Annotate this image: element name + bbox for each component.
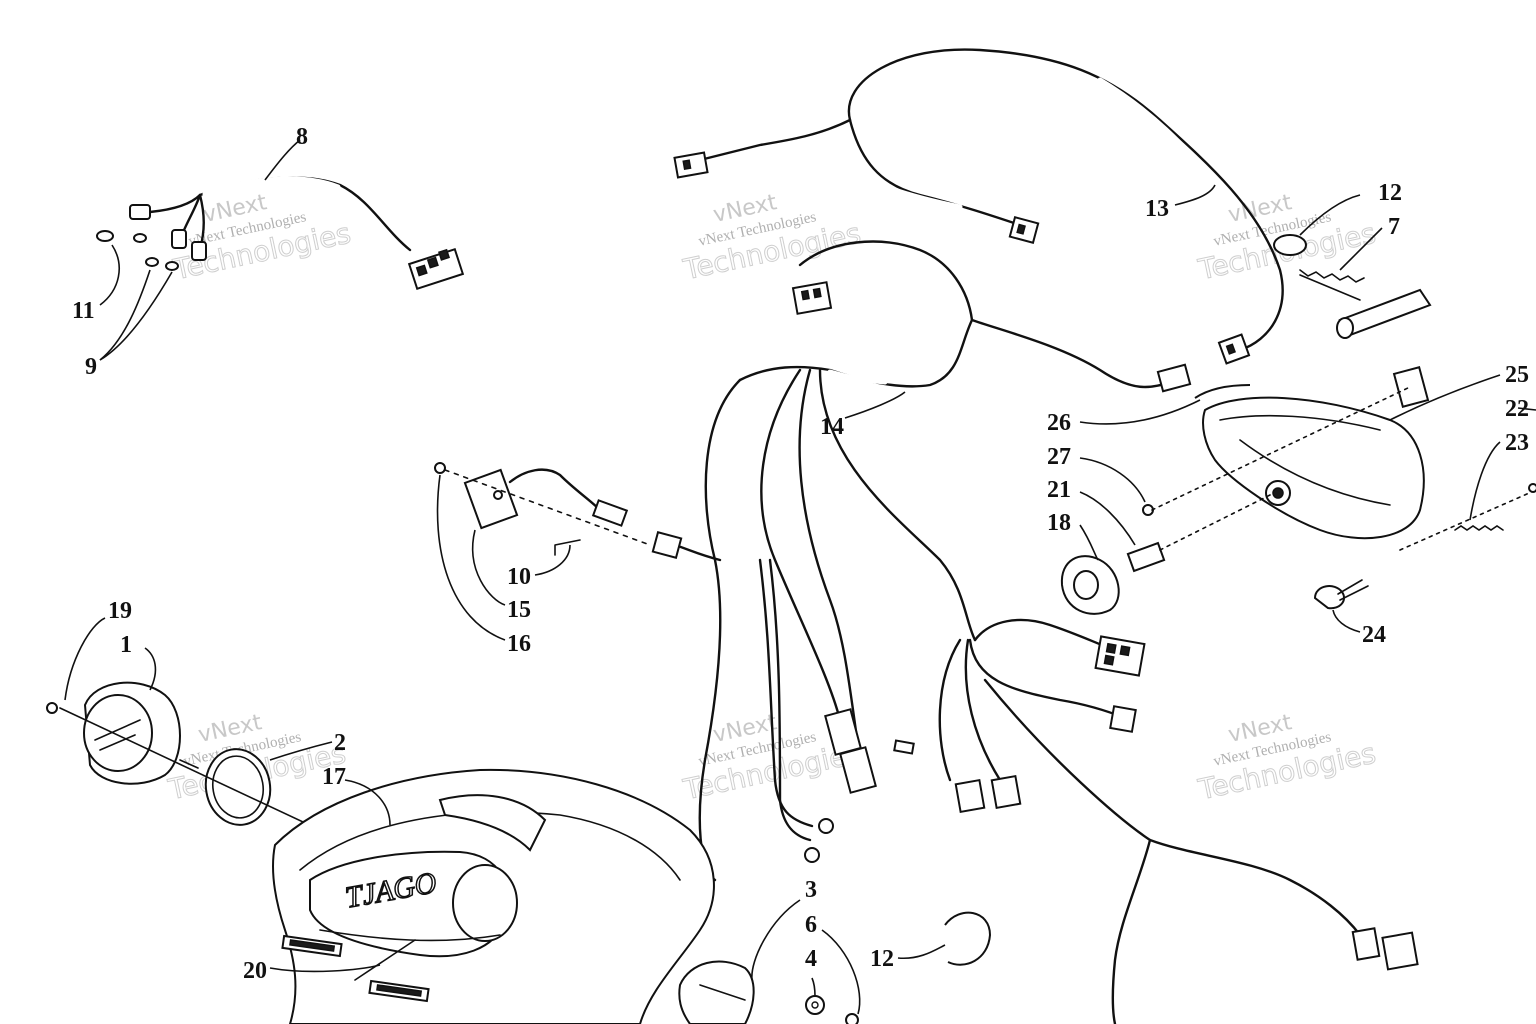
callout-3: 3 — [805, 877, 817, 903]
harness-13 — [673, 48, 1284, 365]
tail-light-housing-25 — [1202, 396, 1425, 540]
connector-14f — [1094, 635, 1146, 677]
bulb-socket — [129, 204, 151, 220]
bulb-9 — [145, 257, 159, 267]
bulb-socket — [191, 241, 207, 261]
screw-10 — [554, 539, 581, 556]
nut-16 — [434, 462, 446, 474]
bulb-21 — [1126, 541, 1166, 573]
watermark-top-left: vNext vNext Technologies Technologies — [169, 190, 354, 287]
callout-23: 23 — [1505, 430, 1529, 456]
connector-14b — [1156, 363, 1192, 393]
bulb-19 — [46, 702, 58, 714]
bracket-15 — [463, 468, 519, 530]
callout-2: 2 — [334, 730, 346, 756]
callout-24: 24 — [1362, 622, 1386, 648]
gauge-assembly — [46, 617, 496, 913]
connector-14i — [990, 774, 1022, 810]
connector-14k — [1381, 931, 1419, 971]
callout-12-top: 12 — [1378, 180, 1402, 206]
connector-8 — [407, 247, 465, 291]
callout-11: 11 — [72, 298, 95, 324]
connector-14e — [839, 746, 877, 794]
watermark-top-right: vNext vNext Technologies Technologies — [1194, 190, 1379, 287]
spring-23 — [1454, 525, 1504, 531]
gasket-22 — [1392, 365, 1430, 409]
callout-13: 13 — [1145, 196, 1169, 222]
callout-9: 9 — [85, 354, 97, 380]
callout-25: 25 — [1505, 362, 1529, 388]
callout-16: 16 — [507, 631, 531, 657]
ring-terminal — [818, 818, 834, 834]
watermark-top-center: vNext vNext Technologies Technologies — [679, 190, 864, 287]
gauge-opening — [452, 864, 518, 942]
connector-10 — [591, 499, 629, 527]
callout-labels: 8 11 9 13 12 7 14 25 22 23 26 27 21 18 2… — [72, 124, 1529, 984]
harness-14 — [651, 240, 1419, 1024]
console-vent — [438, 794, 547, 852]
grommet-12 — [1273, 234, 1307, 256]
callout-10: 10 — [507, 564, 531, 590]
bulb-11 — [96, 230, 114, 242]
screw-24 — [1313, 585, 1346, 610]
resistor-bracket — [434, 462, 651, 641]
callout-18: 18 — [1047, 510, 1071, 536]
watermark-group: vNext vNext Technologies Technologies vN… — [164, 190, 1379, 807]
spring-and-grommet — [1273, 194, 1432, 339]
callout-7: 7 — [1388, 214, 1400, 240]
watermark-bottom-right: vNext vNext Technologies Technologies — [1194, 710, 1379, 807]
fuse — [893, 739, 915, 755]
callout-20: 20 — [243, 958, 267, 984]
callout-26: 26 — [1047, 410, 1071, 436]
callout-8: 8 — [296, 124, 308, 150]
harness-8 — [96, 139, 465, 361]
connector-14j — [1351, 927, 1381, 961]
callout-12-bottom: 12 — [870, 946, 894, 972]
callout-14: 14 — [820, 414, 844, 440]
console-17: TJAGO — [269, 768, 992, 1024]
bulb-socket — [171, 229, 187, 249]
clip-12 — [944, 911, 992, 966]
callout-1: 1 — [120, 632, 132, 658]
callout-17: 17 — [322, 764, 346, 790]
bulb-9 — [165, 261, 179, 271]
connector-14g — [1109, 705, 1137, 733]
callout-22: 22 — [1505, 396, 1529, 422]
spring-7 — [1299, 269, 1365, 283]
clip-26 — [1194, 384, 1251, 399]
ring-terminal — [804, 847, 820, 863]
callout-27: 27 — [1047, 444, 1071, 470]
callout-15: 15 — [507, 597, 531, 623]
callout-21: 21 — [1047, 477, 1071, 503]
callout-19: 19 — [108, 598, 132, 624]
connector-13a — [673, 151, 709, 179]
connector-14c — [651, 531, 683, 559]
tail-light-assembly — [1060, 365, 1536, 633]
connector-14h — [954, 778, 986, 814]
connector-14a — [791, 281, 833, 315]
switch-3 — [678, 960, 755, 1024]
bulb — [133, 233, 147, 243]
nut-6 — [845, 1013, 859, 1024]
callout-6: 6 — [805, 912, 817, 938]
callout-4: 4 — [805, 946, 817, 972]
